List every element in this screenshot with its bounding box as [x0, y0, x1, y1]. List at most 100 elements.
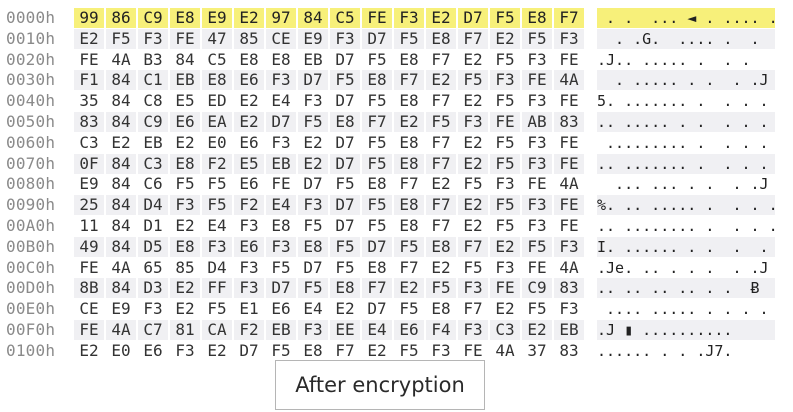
byte-cell[interactable]: F7 [335, 340, 355, 360]
byte-cell[interactable]: E5 [234, 153, 264, 174]
byte-cell[interactable]: EB [554, 320, 584, 340]
byte-cell[interactable]: E2 [303, 132, 323, 152]
byte-cell[interactable]: E8 [170, 236, 200, 257]
byte-cell[interactable]: B3 [143, 49, 163, 69]
byte-cell[interactable]: E8 [271, 49, 291, 69]
byte-cell[interactable]: F7 [399, 257, 419, 277]
byte-cell[interactable]: E2 [234, 112, 264, 132]
byte-cell[interactable]: F5 [175, 174, 195, 194]
byte-cell[interactable]: F2 [234, 195, 264, 216]
byte-cell[interactable]: F3 [138, 28, 168, 49]
byte-cell[interactable]: F5 [495, 49, 515, 69]
byte-cell[interactable]: E2 [175, 216, 195, 235]
ascii-text[interactable]: %. .. ..... . . . . [597, 195, 778, 216]
byte-cell[interactable]: E8 [239, 49, 259, 69]
byte-cell[interactable]: D4 [138, 195, 168, 216]
ascii-text[interactable]: 5. ....... . . . . [597, 92, 769, 111]
byte-cell[interactable]: D5 [138, 236, 168, 257]
byte-cell[interactable]: F5 [335, 257, 355, 277]
byte-cell[interactable]: FE [271, 174, 291, 194]
byte-cell[interactable]: F3 [271, 132, 291, 152]
byte-cell[interactable]: FE [559, 132, 579, 152]
byte-cell[interactable]: F7 [399, 174, 419, 194]
byte-cell[interactable]: F5 [367, 216, 387, 235]
byte-cell[interactable]: F3 [266, 70, 296, 91]
byte-cell[interactable]: D7 [335, 216, 355, 235]
byte-cell[interactable]: E8 [271, 216, 291, 235]
byte-cell[interactable]: 4A [559, 257, 579, 277]
byte-cell[interactable]: 84 [111, 174, 131, 194]
byte-cell[interactable]: E2 [463, 132, 483, 152]
byte-cell[interactable]: FE [559, 49, 579, 69]
byte-cell[interactable]: F7 [362, 112, 392, 132]
byte-cell[interactable]: F5 [495, 216, 515, 235]
byte-cell[interactable]: 83 [554, 278, 584, 299]
byte-cell[interactable]: CA [202, 320, 232, 340]
byte-cell[interactable]: C9 [138, 112, 168, 132]
byte-cell[interactable]: EE [330, 320, 360, 340]
byte-cell[interactable]: F5 [490, 195, 520, 216]
ascii-text[interactable]: .J ▮ .......... [597, 320, 775, 340]
byte-cell[interactable]: F7 [431, 132, 451, 152]
byte-cell[interactable]: E2 [463, 49, 483, 69]
byte-cell[interactable]: D7 [266, 278, 296, 299]
byte-cell[interactable]: FE [490, 112, 520, 132]
byte-cell[interactable]: EB [170, 70, 200, 91]
byte-cell[interactable]: E4 [271, 91, 291, 111]
byte-cell[interactable]: E2 [490, 28, 520, 49]
byte-cell[interactable]: F5 [106, 28, 136, 49]
byte-cell[interactable]: D7 [266, 112, 296, 132]
byte-cell[interactable]: F5 [207, 299, 227, 319]
byte-cell[interactable]: D1 [143, 216, 163, 235]
byte-cell[interactable]: E8 [330, 112, 360, 132]
byte-cell[interactable]: F3 [330, 28, 360, 49]
byte-cell[interactable]: EB [143, 132, 163, 152]
byte-cell[interactable]: F5 [490, 8, 520, 28]
byte-cell[interactable]: FE [554, 195, 584, 216]
ascii-text[interactable]: . .G. .... . . [597, 28, 775, 49]
byte-cell[interactable]: D7 [335, 49, 355, 69]
byte-cell[interactable]: E9 [202, 8, 232, 28]
byte-cell[interactable]: F3 [170, 195, 200, 216]
byte-cell[interactable]: 37 [527, 340, 547, 360]
byte-cell[interactable]: F7 [431, 49, 451, 69]
byte-cell[interactable]: 85 [175, 257, 195, 277]
byte-cell[interactable]: F5 [426, 112, 456, 132]
byte-cell[interactable]: D7 [330, 195, 360, 216]
ascii-text[interactable]: I. ...... . . . . [597, 236, 775, 257]
byte-cell[interactable]: E1 [239, 299, 259, 319]
byte-cell[interactable]: D7 [239, 340, 259, 360]
byte-cell[interactable]: F7 [554, 8, 584, 28]
byte-cell[interactable]: D7 [303, 257, 323, 277]
byte-cell[interactable]: D7 [298, 70, 328, 91]
byte-cell[interactable]: C3 [138, 153, 168, 174]
byte-cell[interactable]: D7 [362, 28, 392, 49]
byte-cell[interactable]: E8 [522, 8, 552, 28]
byte-cell[interactable]: F5 [367, 91, 387, 111]
byte-cell[interactable]: E2 [394, 112, 424, 132]
byte-cell[interactable]: E2 [170, 278, 200, 299]
byte-cell[interactable]: F5 [330, 70, 360, 91]
byte-cell[interactable]: F5 [426, 278, 456, 299]
byte-cell[interactable]: 65 [143, 257, 163, 277]
byte-cell[interactable]: F3 [495, 257, 515, 277]
byte-cell[interactable]: CE [266, 28, 296, 49]
byte-cell[interactable]: E2 [111, 132, 131, 152]
byte-cell[interactable]: E8 [426, 236, 456, 257]
byte-cell[interactable]: E2 [426, 70, 456, 91]
ascii-text[interactable]: . ..... . . . .J [597, 70, 775, 91]
byte-cell[interactable]: F3 [266, 236, 296, 257]
byte-cell[interactable]: E8 [367, 174, 387, 194]
byte-cell[interactable]: E6 [271, 299, 291, 319]
byte-cell[interactable]: F7 [431, 216, 451, 235]
ascii-text[interactable]: . . ... ◄ . .... . [597, 8, 778, 28]
byte-cell[interactable]: E2 [458, 153, 488, 174]
